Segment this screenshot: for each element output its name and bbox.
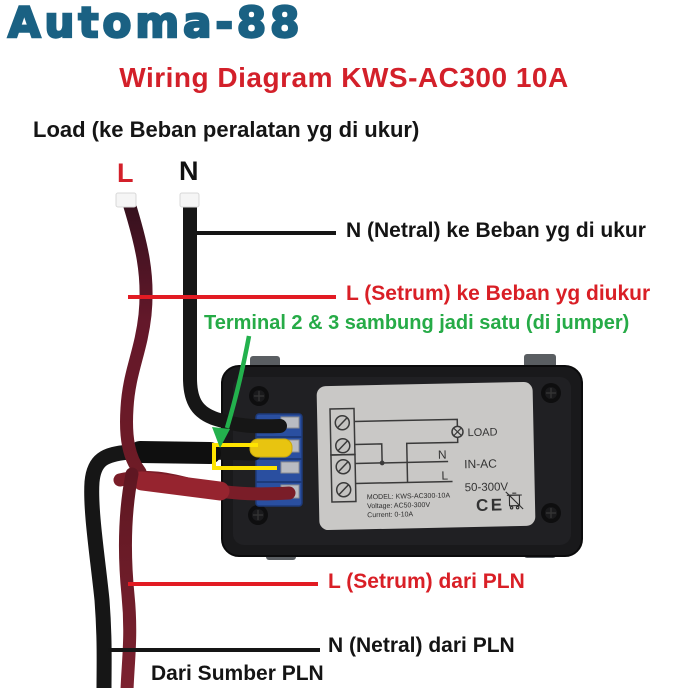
page-title: Wiring Diagram KWS-AC300 10A bbox=[119, 62, 569, 93]
wire-red-pln bbox=[118, 467, 139, 688]
wire-red-load bbox=[120, 193, 153, 479]
schematic-n-label: N bbox=[438, 448, 447, 462]
jumper-highlight-bracket bbox=[212, 443, 277, 470]
source-pln-label: Dari Sumber PLN bbox=[151, 662, 324, 685]
nameplate-model: MODEL: KWS-AC300-10A bbox=[367, 492, 451, 501]
jumper-note-label: Terminal 2 & 3 sambung jadi satu (di jum… bbox=[204, 312, 630, 334]
schematic-voltage-label: 50-300V bbox=[465, 481, 509, 494]
wire-black-sleeve bbox=[129, 441, 221, 464]
schematic-terminals bbox=[334, 414, 352, 498]
pointer-lines bbox=[108, 231, 336, 652]
schematic-lines bbox=[329, 407, 464, 503]
wire-black-load bbox=[183, 193, 287, 434]
load-header-label: Load (ke Beban peralatan yg di ukur) bbox=[33, 117, 420, 142]
wire-red-sleeve bbox=[132, 471, 230, 501]
device-nameplate: LOAD N IN-AC L 50-300V MODEL: KWS-AC300-… bbox=[316, 381, 536, 531]
brand-logo: Automa-88 bbox=[7, 0, 304, 48]
nameplate-voltage: Voltage: AC50-300V bbox=[367, 502, 431, 510]
n-from-pln-label: N (Netral) dari PLN bbox=[328, 634, 515, 657]
wire-l-label: L bbox=[117, 158, 134, 188]
wires bbox=[84, 193, 296, 688]
kws-ac300-device: LOAD N IN-AC L 50-300V MODEL: KWS-AC300-… bbox=[221, 354, 583, 560]
l-from-pln-label: L (Setrum) dari PLN bbox=[328, 570, 525, 593]
wire-end-caps bbox=[115, 192, 200, 208]
wire-n-label: N bbox=[179, 156, 199, 186]
schematic-load-label: LOAD bbox=[467, 426, 497, 439]
jumper-arrow bbox=[212, 335, 252, 448]
nameplate-current: Current: 0-10A bbox=[367, 511, 413, 519]
schematic-l-label: L bbox=[441, 469, 448, 483]
schematic-inac-label: IN-AC bbox=[464, 457, 497, 472]
device-screws bbox=[248, 383, 561, 525]
weee-bin-icon bbox=[505, 491, 524, 510]
wire-yellow-jumper bbox=[249, 438, 293, 458]
ce-mark: CE bbox=[476, 495, 505, 515]
schematic-junction-dot bbox=[379, 460, 385, 466]
n-to-load-label: N (Netral) ke Beban yg di ukur bbox=[346, 219, 646, 242]
l-to-load-label: L (Setrum) ke Beban yg diukur bbox=[346, 282, 651, 305]
